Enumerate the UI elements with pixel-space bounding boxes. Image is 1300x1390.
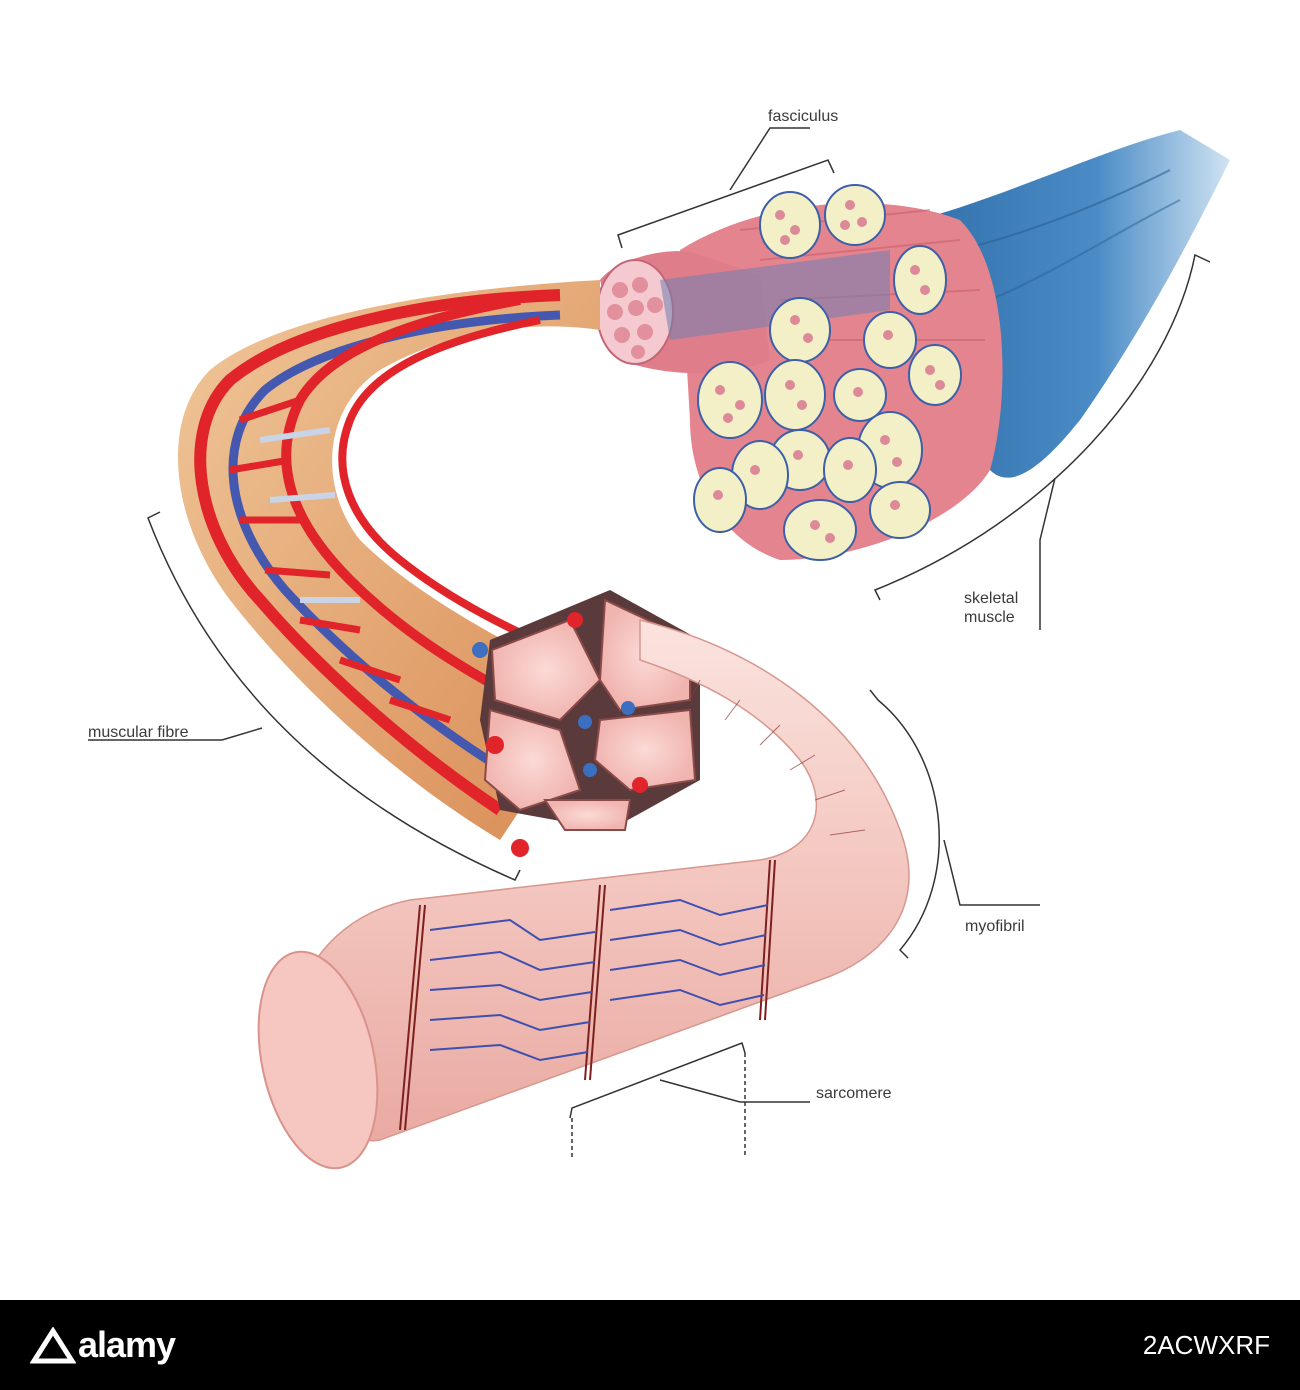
- muscular-fibre-bracket: [147, 511, 521, 881]
- sarcomere-leader: [659, 1079, 810, 1103]
- muscle-structure-illustration: [88, 127, 1230, 1170]
- muscular-fibre-leader: [88, 727, 263, 741]
- myofibril-leader: [943, 839, 1040, 906]
- fasciculi-fibres: [713, 200, 945, 543]
- skeletal-muscle-label-line2: muscle: [964, 609, 1015, 626]
- sarcomere-bracket: [569, 1042, 746, 1119]
- fasciculus-label: fasciculus: [768, 108, 839, 125]
- alamy-logo: alamy: [30, 1320, 176, 1370]
- label-lines: [88, 127, 1211, 1158]
- myofibril-label: myofibril: [965, 918, 1025, 935]
- fasciculus-bracket: [617, 159, 835, 249]
- sarcomere-label: sarcomere: [816, 1085, 892, 1102]
- watermark-footer: alamy 2ACWXRF: [0, 1300, 1300, 1390]
- fasciculi-cross-sections: [693, 184, 962, 561]
- fasciculus-leader: [729, 127, 810, 191]
- skeletal-muscle-label-line1: skeletal: [964, 590, 1019, 607]
- fasciculus-bundle: [596, 250, 890, 374]
- skeletal-muscle-label: skeletal muscle: [964, 589, 1018, 627]
- image-id: 2ACWXRF: [1142, 1330, 1270, 1360]
- skeletal-muscle-leader: [1039, 477, 1056, 630]
- alamy-logo-text: alamy: [78, 1324, 176, 1365]
- muscular-fibre-label: muscular fibre: [88, 724, 189, 741]
- skeletal-muscle-bracket: [873, 253, 1211, 601]
- myofibril: [257, 619, 910, 1170]
- myofibril-bracket: [869, 689, 940, 959]
- alamy-logo-icon: [30, 1327, 76, 1364]
